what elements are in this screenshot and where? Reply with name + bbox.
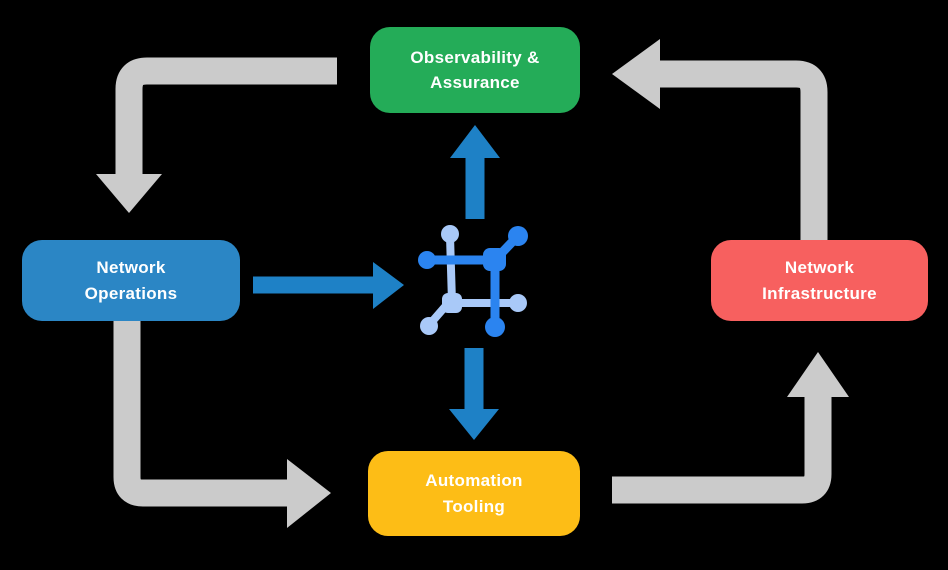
node-network-infrastructure: Network Infrastructure — [711, 240, 928, 321]
network-mesh-icon — [418, 225, 528, 337]
arrow-operations-to-center — [253, 262, 404, 309]
arrow-operations-to-tooling — [113, 320, 331, 528]
arrow-observability-to-operations — [96, 57, 337, 213]
node-observability-label: Observability & Assurance — [410, 47, 540, 93]
arrow-center-to-observability — [450, 125, 500, 219]
arrow-tooling-to-infrastructure — [612, 352, 849, 504]
node-observability-assurance: Observability & Assurance — [370, 27, 580, 113]
node-operations-label: Network Operations — [84, 258, 178, 303]
arrow-infrastructure-to-observability — [612, 39, 828, 240]
node-automation-tooling: Automation Tooling — [368, 451, 580, 536]
node-infrastructure-label: Network Infrastructure — [762, 258, 877, 303]
node-network-operations: Network Operations — [22, 240, 240, 321]
arrow-center-to-tooling — [449, 348, 499, 440]
node-tooling-label: Automation Tooling — [425, 471, 523, 516]
